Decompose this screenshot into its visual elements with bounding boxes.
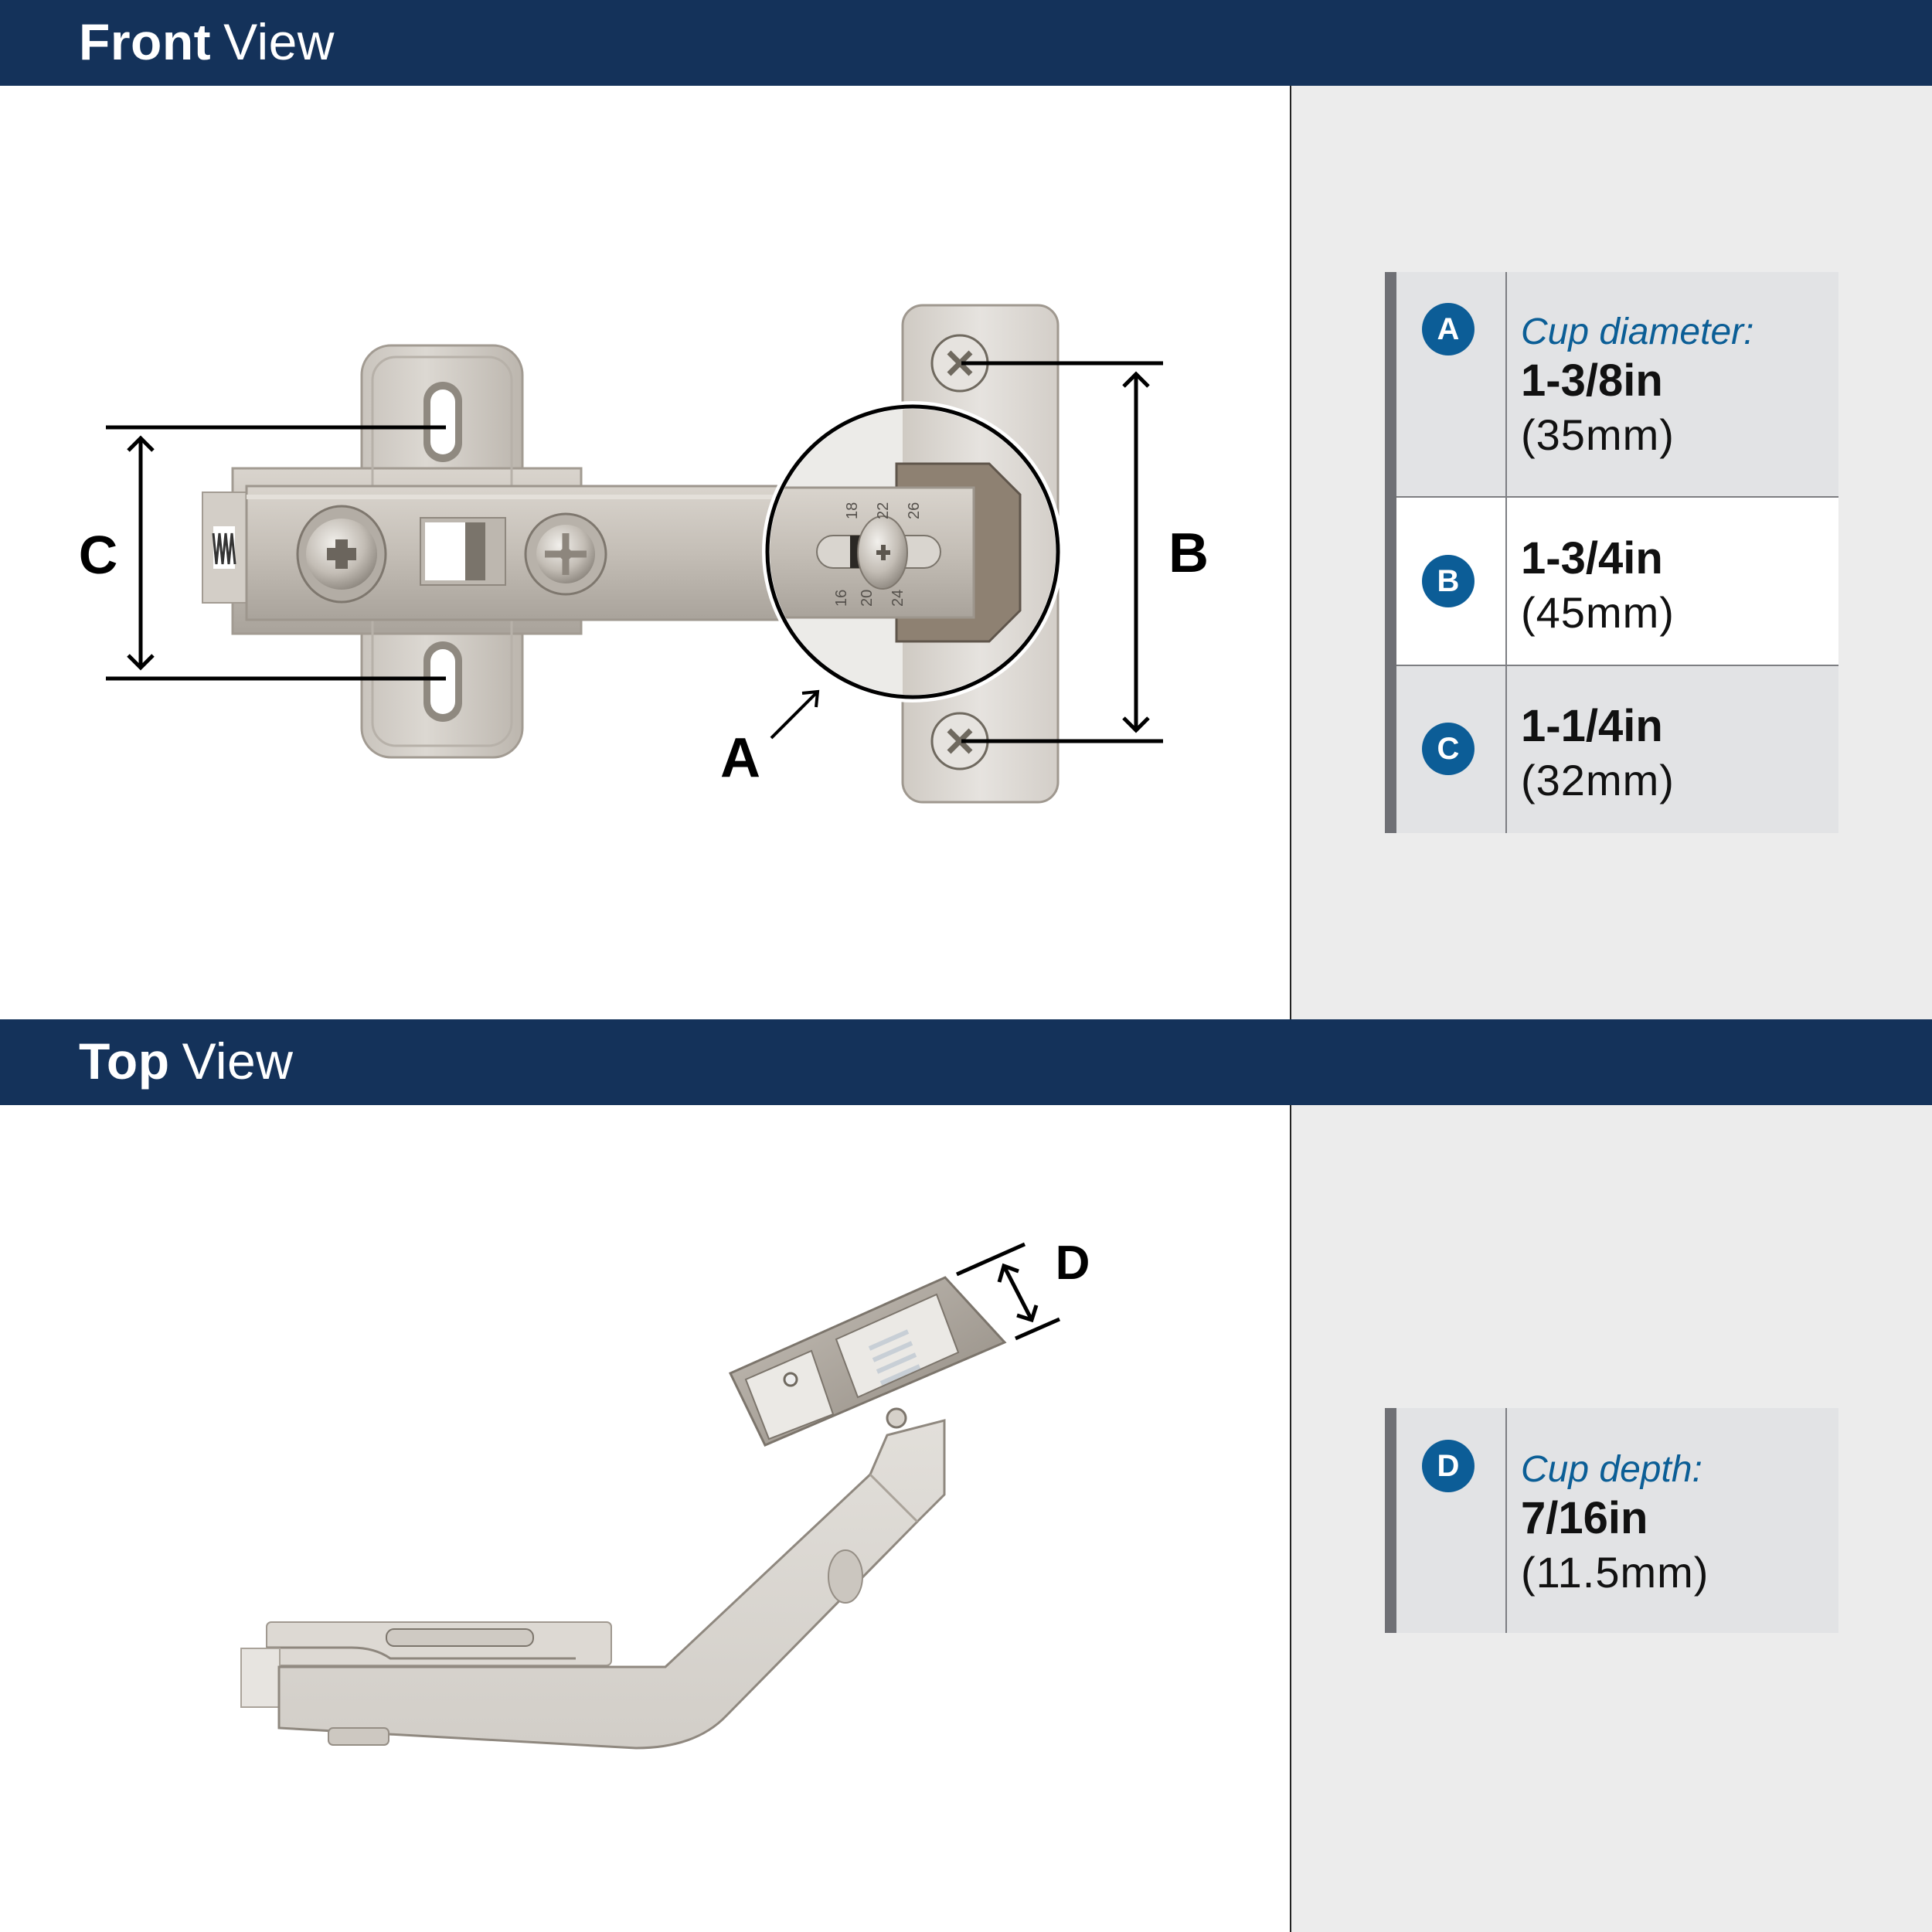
top-view-title-bold: Top xyxy=(79,1032,170,1090)
row-divider xyxy=(1396,665,1838,666)
spring-block xyxy=(202,492,248,604)
svg-text:16: 16 xyxy=(833,590,850,607)
spec-d-label: Cup depth: xyxy=(1521,1449,1702,1490)
badge-d: D xyxy=(1422,1440,1475,1492)
cam-adjustment-screw xyxy=(296,505,387,604)
hinge-cup-side xyxy=(728,1276,1007,1447)
spec-a-imperial: 1-3/8in xyxy=(1521,355,1663,406)
top-view-title-light: View xyxy=(182,1032,294,1090)
table-accent-bar xyxy=(1385,1408,1396,1633)
spec-a-cell: Cup diameter: 1-3/8in (35mm) xyxy=(1521,311,1753,462)
top-spec-table: D Cup depth: 7/16in (11.5mm) xyxy=(1385,1408,1838,1633)
front-panel-divider xyxy=(1290,86,1291,1019)
hinge-arm-side xyxy=(277,1419,946,1750)
badge-b: B xyxy=(1422,555,1475,607)
dimension-b xyxy=(961,361,1163,743)
svg-text:18: 18 xyxy=(844,502,861,519)
top-panel-divider xyxy=(1290,1105,1291,1932)
spec-c-metric: (32mm) xyxy=(1521,756,1675,804)
spec-d-cell: Cup depth: 7/16in (11.5mm) xyxy=(1521,1448,1709,1600)
dimension-c-label: C xyxy=(79,525,118,585)
dimension-a-arrow xyxy=(770,689,820,740)
row-divider xyxy=(1396,496,1838,498)
badge-a: A xyxy=(1422,303,1475,355)
arm-joint-line xyxy=(869,1473,919,1523)
spec-b-imperial: 1-3/4in xyxy=(1521,533,1663,583)
spec-b-metric: (45mm) xyxy=(1521,588,1675,637)
spec-c-imperial: 1-1/4in xyxy=(1521,701,1663,751)
dimension-d-label: D xyxy=(1056,1236,1090,1290)
top-view-diagram: D xyxy=(240,1236,1090,1750)
column-divider xyxy=(1505,272,1507,833)
spec-d-imperial: 7/16in xyxy=(1521,1493,1648,1543)
badge-c: C xyxy=(1422,723,1475,775)
front-view-diagram: 18 22 26 16 20 24 C B A xyxy=(79,304,1209,804)
adjust-screw-side xyxy=(828,1549,863,1604)
dimension-b-label: B xyxy=(1168,522,1209,584)
square-opening xyxy=(420,517,506,586)
front-view-title-bold: Front xyxy=(79,13,212,70)
spec-c-cell: 1-1/4in (32mm) xyxy=(1521,699,1675,808)
column-divider xyxy=(1505,1408,1507,1633)
svg-text:22: 22 xyxy=(875,502,892,519)
spec-a-metric: (35mm) xyxy=(1521,410,1675,459)
front-spec-table: A Cup diameter: 1-3/8in (35mm) B 1-3/4in… xyxy=(1385,272,1838,833)
depth-adjust-screw xyxy=(524,512,607,596)
front-view-title-light: View xyxy=(223,13,335,70)
dimension-d xyxy=(955,1242,1061,1341)
svg-text:20: 20 xyxy=(859,590,876,607)
svg-text:26: 26 xyxy=(906,502,923,519)
table-accent-bar xyxy=(1385,272,1396,833)
plate-screw-side xyxy=(328,1727,389,1746)
depth-scale-marks: 18 22 26 16 20 24 xyxy=(833,502,923,607)
dimension-c xyxy=(106,425,446,681)
spec-d-metric: (11.5mm) xyxy=(1521,1548,1709,1597)
spec-b-cell: 1-3/4in (45mm) xyxy=(1521,532,1675,640)
cup-diameter-circle xyxy=(765,404,1060,699)
cup-area xyxy=(769,408,1056,696)
dimension-a-label: A xyxy=(720,727,760,789)
spec-a-label: Cup diameter: xyxy=(1521,311,1754,352)
svg-text:24: 24 xyxy=(889,590,906,607)
